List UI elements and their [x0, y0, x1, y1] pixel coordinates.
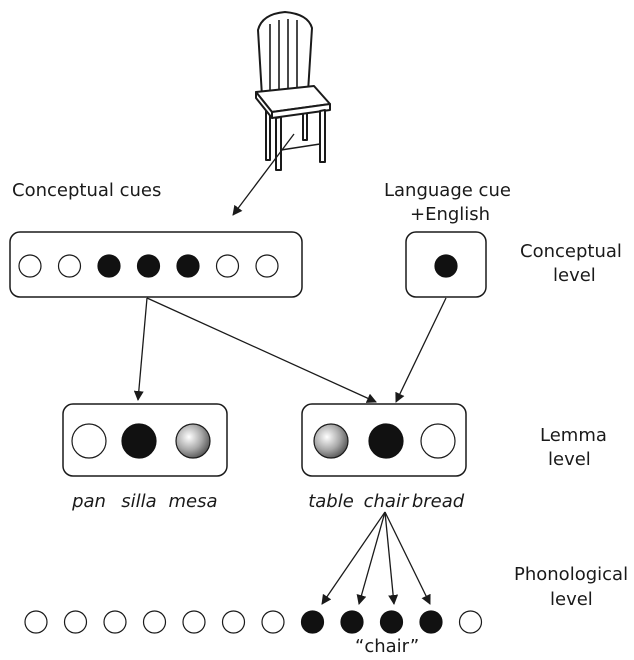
phonological-nodes: [24, 610, 483, 634]
conceptual-node: [176, 254, 200, 278]
conceptual-node: [215, 254, 240, 278]
lemma-word-silla: silla: [121, 491, 156, 512]
lemma-word-pan: pan: [71, 491, 106, 512]
lemma-node-pan: [71, 423, 107, 459]
conceptual-level-label-2: level: [553, 265, 596, 286]
lemma-node-mesa: [175, 423, 211, 459]
phonological-node: [419, 610, 443, 634]
phonological-node: [261, 610, 285, 634]
conceptual-cues-box: [9, 231, 303, 298]
conceptual-level-label: Conceptual: [520, 241, 622, 262]
lemma-node-bread: [420, 423, 456, 459]
conceptual-node: [57, 254, 82, 278]
phonological-node: [458, 610, 483, 634]
language-cue-english-label: +English: [410, 204, 490, 225]
arrow-chair-to-phon-3: [384, 511, 399, 605]
language-cue-node: [434, 254, 458, 278]
lemma-node-table: [313, 423, 349, 459]
phonological-node: [340, 610, 364, 634]
phonological-node: [182, 610, 206, 634]
lemma-node-chair: [368, 423, 404, 459]
conceptual-nodes: [18, 254, 279, 278]
lemma-word-mesa: mesa: [168, 491, 217, 512]
arrow-chair-to-concepts: [232, 133, 295, 216]
language-cue-label: Language cue: [384, 180, 511, 201]
conceptual-node: [136, 254, 161, 278]
lemma-word-table: table: [308, 491, 354, 512]
arrow-concepts-to-english: [146, 297, 377, 403]
arrow-chair-to-phon-1: [321, 511, 386, 605]
phonological-node: [142, 610, 167, 634]
arrow-concepts-to-spanish: [133, 297, 148, 401]
arrow-chair-to-phon-4: [384, 511, 431, 605]
phonological-node: [379, 610, 404, 634]
language-cue-nodes: [434, 254, 458, 278]
phonological-level-label: Phonological: [514, 564, 628, 585]
phonological-node: [24, 610, 48, 634]
lemma-level-label-2: level: [548, 449, 591, 470]
conceptual-node: [18, 254, 42, 278]
phonological-node: [221, 610, 246, 634]
phonological-output-label: “chair”: [355, 636, 419, 657]
arrow-language-to-english: [395, 297, 447, 403]
language-cue-box: [405, 231, 487, 298]
arrow-chair-to-phon-2: [356, 511, 386, 605]
spanish-lemmas: pan silla mesa: [71, 423, 218, 512]
lemma-level-label: Lemma: [540, 425, 607, 446]
conceptual-cues-label: Conceptual cues: [12, 180, 161, 201]
phonological-node: [300, 610, 325, 634]
phonological-node: [63, 610, 88, 634]
phonological-node: [103, 610, 127, 634]
english-lemma-box: [301, 403, 467, 477]
chair-icon: [255, 11, 331, 171]
phonological-level-label-2: level: [550, 589, 593, 610]
lemma-node-silla: [121, 423, 157, 459]
conceptual-node: [255, 254, 279, 278]
lemma-word-bread: bread: [412, 491, 465, 512]
spanish-lemma-box: [62, 403, 228, 477]
lemma-word-chair: chair: [364, 491, 410, 512]
conceptual-node: [97, 254, 121, 278]
